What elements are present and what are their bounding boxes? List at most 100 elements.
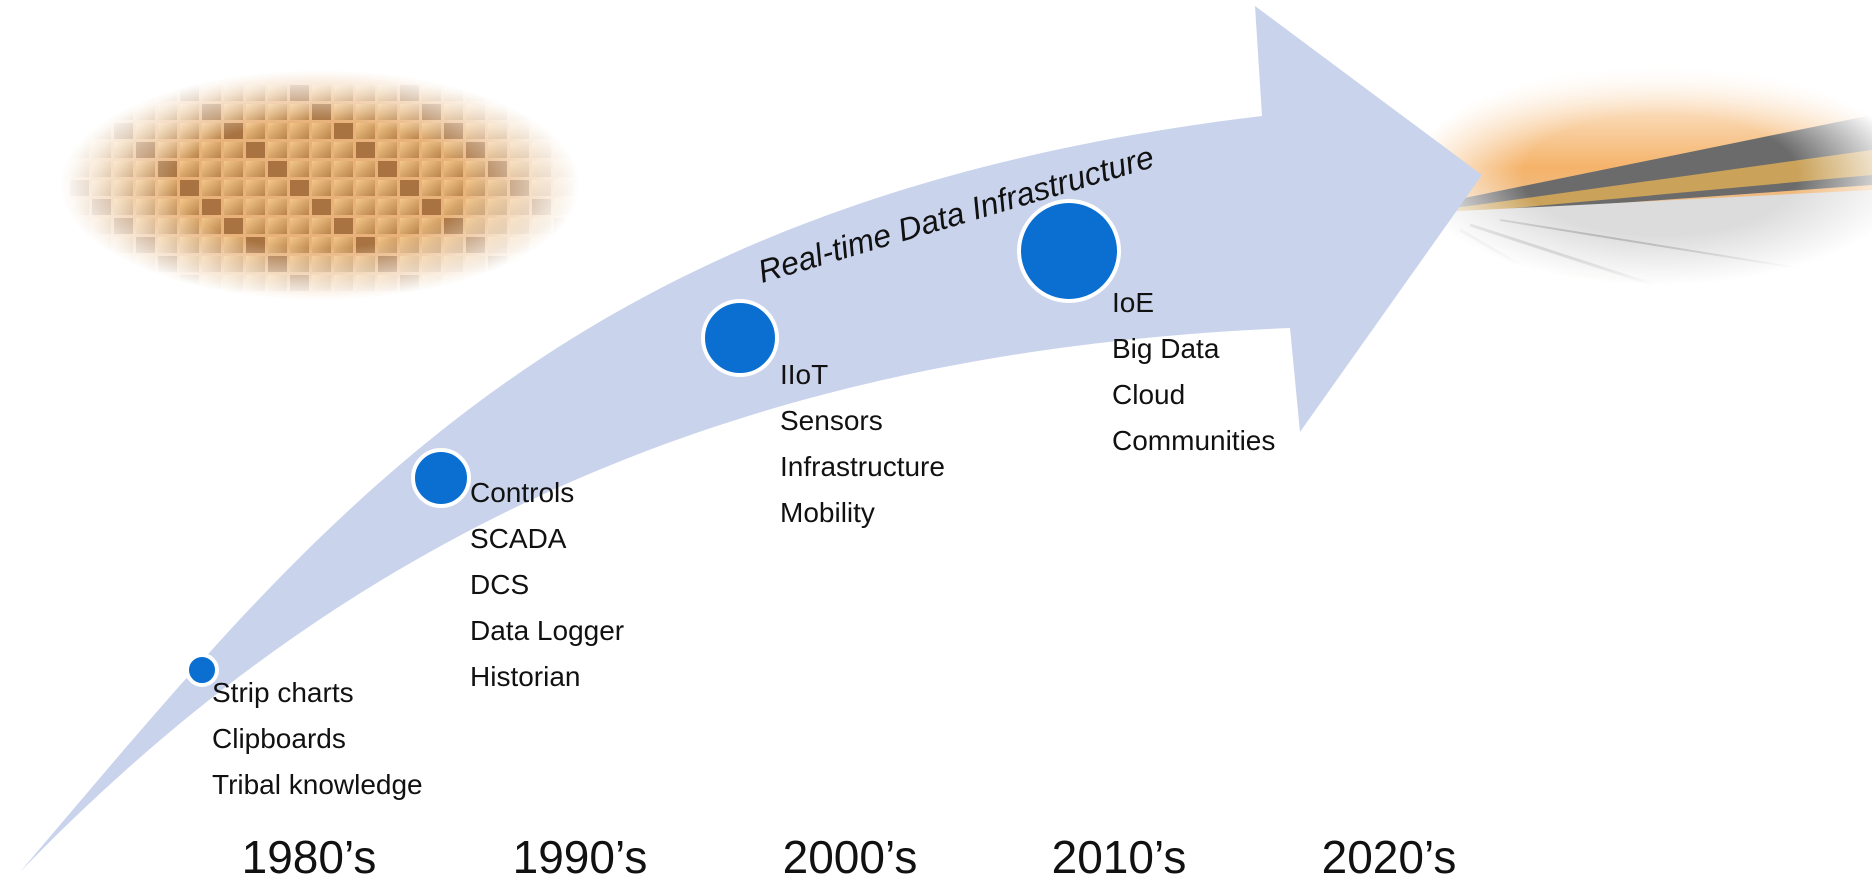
storage-crate — [246, 142, 265, 158]
storage-crate — [268, 104, 287, 120]
storage-crate — [158, 199, 177, 215]
storage-crate — [422, 180, 441, 196]
storage-crate — [378, 275, 397, 291]
storage-crate — [334, 85, 353, 101]
storage-crate — [444, 180, 463, 196]
storage-crate — [92, 142, 111, 158]
storage-crate — [268, 85, 287, 101]
storage-crate — [312, 237, 331, 253]
list-item: Communities — [1112, 425, 1276, 456]
storage-crate — [444, 161, 463, 177]
storage-crate — [70, 218, 89, 234]
storage-crate — [400, 237, 419, 253]
storage-crate — [312, 104, 331, 120]
list-item: IoE — [1112, 287, 1155, 318]
timeline-node-2000s — [701, 299, 779, 377]
storage-crate — [246, 85, 265, 101]
storage-crate — [510, 275, 529, 291]
storage-crate — [444, 123, 463, 139]
storage-crate — [180, 104, 199, 120]
storage-crate — [400, 218, 419, 234]
storage-crate — [488, 275, 507, 291]
storage-crate — [180, 161, 199, 177]
storage-crate — [532, 104, 551, 120]
storage-crate — [312, 199, 331, 215]
storage-crate — [378, 256, 397, 272]
storage-crate — [114, 275, 133, 291]
storage-crate — [224, 123, 243, 139]
storage-crate — [400, 123, 419, 139]
storage-crate — [92, 237, 111, 253]
storage-crate — [378, 142, 397, 158]
storage-crate — [70, 161, 89, 177]
storage-crate — [70, 142, 89, 158]
storage-crate — [136, 237, 155, 253]
storage-crate — [554, 85, 573, 101]
storage-crate — [202, 256, 221, 272]
storage-crate — [554, 142, 573, 158]
storage-crate — [554, 123, 573, 139]
storage-crate — [114, 199, 133, 215]
list-item: Sensors — [780, 405, 883, 436]
storage-crate — [224, 199, 243, 215]
storage-crate — [290, 218, 309, 234]
storage-crate — [532, 275, 551, 291]
decade-label-2000s: 2000’s — [782, 831, 918, 882]
storage-crate — [422, 237, 441, 253]
decade-label-2010s: 2010’s — [1051, 831, 1187, 882]
storage-crate — [92, 180, 111, 196]
storage-crate — [224, 104, 243, 120]
storage-crate — [92, 85, 111, 101]
storage-crate — [532, 199, 551, 215]
storage-crate — [488, 180, 507, 196]
storage-crate — [422, 123, 441, 139]
storage-crate — [92, 256, 111, 272]
storage-crate — [510, 142, 529, 158]
storage-crate — [488, 199, 507, 215]
list-item: Clipboards — [212, 723, 346, 754]
storage-crate — [488, 85, 507, 101]
storage-crate — [554, 218, 573, 234]
list-item: Infrastructure — [780, 451, 945, 482]
storage-crate — [202, 180, 221, 196]
storage-crate — [202, 199, 221, 215]
storage-crate — [158, 256, 177, 272]
storage-crate — [246, 199, 265, 215]
storage-crate — [554, 275, 573, 291]
storage-crate — [92, 104, 111, 120]
storage-crate — [268, 123, 287, 139]
storage-crate — [290, 142, 309, 158]
storage-crate — [202, 161, 221, 177]
storage-crate — [356, 104, 375, 120]
storage-crate — [532, 237, 551, 253]
storage-crate — [224, 142, 243, 158]
storage-crate — [246, 104, 265, 120]
storage-crate — [290, 180, 309, 196]
decade-label-2020s: 2020’s — [1321, 831, 1457, 882]
storage-crate — [268, 256, 287, 272]
storage-crate — [158, 142, 177, 158]
storage-crate — [532, 161, 551, 177]
storage-crate — [422, 104, 441, 120]
storage-crate — [180, 85, 199, 101]
storage-crate — [378, 123, 397, 139]
storage-crate — [202, 237, 221, 253]
stage-1980s-list: Strip charts Clipboards Tribal knowledge — [212, 670, 423, 808]
storage-crate — [422, 275, 441, 291]
storage-crate — [246, 237, 265, 253]
storage-crate — [136, 275, 155, 291]
storage-crate — [356, 161, 375, 177]
storage-crate — [92, 161, 111, 177]
storage-crate — [114, 218, 133, 234]
list-item: Mobility — [780, 497, 875, 528]
storage-crate — [180, 256, 199, 272]
storage-grid-image — [55, 70, 585, 300]
storage-crate — [400, 199, 419, 215]
storage-crate — [532, 180, 551, 196]
storage-crate — [378, 161, 397, 177]
storage-crate — [136, 161, 155, 177]
storage-crate — [312, 161, 331, 177]
storage-crate — [114, 180, 133, 196]
storage-crate — [114, 123, 133, 139]
